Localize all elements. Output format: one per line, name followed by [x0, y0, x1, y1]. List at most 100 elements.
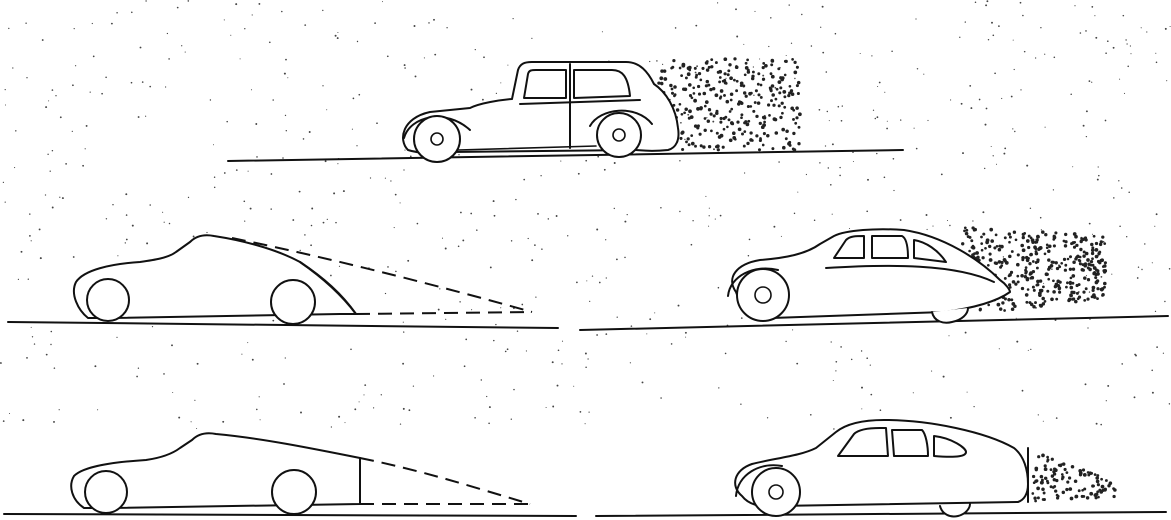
speckle	[822, 6, 824, 8]
wake-dot	[1046, 460, 1049, 463]
speckle	[679, 211, 680, 212]
wake-dot	[1070, 277, 1073, 280]
wake-dot	[726, 100, 730, 104]
wake-dot	[1069, 294, 1072, 297]
speckle	[172, 392, 173, 393]
speckle	[684, 139, 685, 140]
speckle	[300, 250, 301, 251]
wake-dot	[679, 137, 682, 140]
speckle	[624, 257, 626, 259]
speckle	[403, 331, 404, 332]
wake-dot	[724, 72, 727, 75]
speckle	[1097, 179, 1099, 181]
wake-dot	[1072, 291, 1076, 295]
speckle	[679, 160, 680, 161]
speckle	[53, 421, 55, 423]
wake-dot	[1072, 268, 1075, 271]
speckle	[374, 22, 376, 24]
wake-dot	[697, 124, 700, 127]
speckle	[827, 111, 828, 112]
ground-line	[580, 316, 1168, 330]
speckle	[410, 156, 412, 158]
wake-dot	[708, 145, 711, 148]
speckle	[62, 197, 64, 199]
wake-dot	[1054, 231, 1057, 234]
wake-dot	[1101, 485, 1105, 489]
speckle	[210, 99, 211, 100]
wake-dot	[1113, 488, 1117, 492]
wake-dot	[985, 241, 989, 245]
wake-dot	[981, 256, 984, 259]
speckle	[1107, 385, 1109, 387]
wake-dot	[999, 307, 1002, 310]
wake-dot	[980, 242, 983, 245]
speckle	[112, 204, 113, 205]
wake-dot	[1052, 261, 1055, 264]
wake-dot	[1025, 256, 1028, 259]
speckle	[915, 18, 916, 19]
speckle	[947, 220, 948, 221]
speckle	[252, 14, 253, 15]
wake-dot	[1016, 275, 1019, 278]
speckle	[5, 104, 6, 105]
wake-dot	[757, 93, 760, 96]
wake-dot	[697, 85, 700, 88]
speckle	[515, 199, 516, 200]
wake-dot	[1091, 295, 1094, 298]
speckle	[833, 428, 834, 429]
speckle	[1146, 31, 1147, 32]
wake-dot	[719, 121, 722, 124]
speckle	[830, 184, 832, 186]
wake-dot	[698, 93, 701, 96]
speckle	[414, 25, 416, 27]
speckle	[839, 175, 841, 177]
wake-dot	[965, 229, 968, 232]
speckle	[556, 215, 558, 217]
speckle	[1035, 57, 1036, 58]
speckle	[1086, 110, 1088, 112]
speckle	[1118, 180, 1119, 181]
speckle	[464, 365, 466, 367]
speckle	[188, 197, 189, 198]
speckle	[531, 259, 533, 261]
wake-dot	[733, 79, 736, 82]
wake-dot	[1100, 288, 1103, 291]
wake-dot	[1096, 272, 1100, 276]
wake-dot	[755, 89, 758, 92]
wake-dot	[1091, 257, 1094, 260]
speckle	[439, 288, 440, 289]
wake-dot	[1063, 258, 1066, 261]
wake-dot	[719, 97, 722, 100]
speckle	[541, 248, 543, 250]
wake-dot	[684, 107, 688, 111]
wake-dot	[1101, 235, 1104, 238]
speckle	[403, 408, 405, 410]
speckle	[982, 211, 984, 213]
speckle	[720, 215, 722, 217]
wake-dot	[1073, 246, 1076, 249]
speckle	[875, 118, 877, 120]
wake-dot	[681, 131, 685, 135]
speckle	[1151, 370, 1153, 372]
wake-dot	[781, 112, 784, 115]
wake-dot	[708, 108, 711, 111]
speckle	[171, 344, 173, 346]
wake-dot	[1025, 293, 1029, 297]
speckle	[1100, 424, 1102, 426]
speckle	[828, 167, 829, 168]
speckle	[513, 18, 514, 19]
speckle	[287, 77, 288, 78]
wake-dot	[688, 143, 691, 146]
speckle	[886, 128, 888, 130]
wake-dot	[1097, 483, 1100, 486]
speckle	[424, 57, 425, 58]
wake-dot	[1031, 240, 1034, 243]
speckle	[51, 331, 53, 333]
wake-dot	[751, 139, 754, 142]
wake-dot	[741, 133, 744, 136]
speckle	[1083, 125, 1085, 127]
speckle	[403, 322, 404, 323]
wake-dot	[687, 72, 691, 76]
speckle	[1089, 223, 1091, 225]
